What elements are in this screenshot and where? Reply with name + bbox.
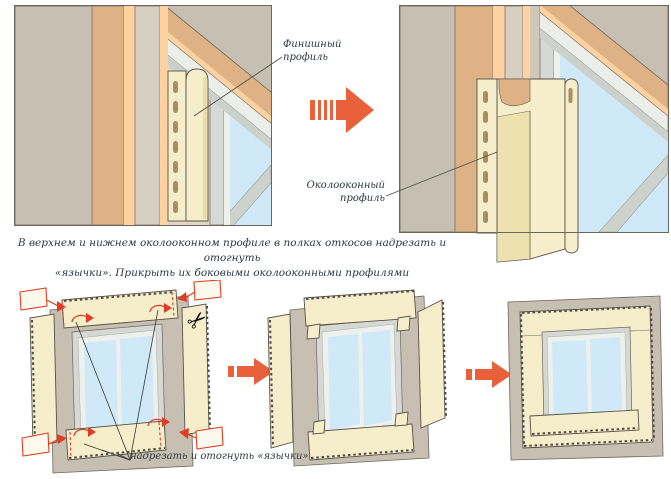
finish-profile — [167, 68, 209, 222]
step2-side-profiles-illustration — [267, 289, 447, 467]
bent-tab — [306, 323, 321, 340]
siding-profiles — [267, 289, 447, 461]
fold-arrows — [71, 303, 172, 437]
window-profile — [476, 78, 579, 263]
red-cut-marks — [19, 280, 224, 459]
bent-tab — [394, 411, 409, 427]
instruction-text: В верхнем и нижнем околооконном профиле … — [6, 236, 458, 282]
step3-assembled-illustration — [507, 295, 664, 461]
step-arrow-2 — [466, 361, 512, 388]
step1-cut-tabs-illustration — [19, 280, 224, 474]
step-arrow-large — [310, 87, 374, 133]
window-head-beams — [540, 6, 668, 142]
instruction-line-1: В верхнем и нижнем околооконном профиле … — [17, 237, 447, 265]
window-profile-label: Околооконный профиль — [306, 180, 385, 204]
bent-tab — [312, 419, 326, 435]
bent-tab — [396, 315, 411, 332]
window — [541, 326, 633, 428]
instruction-line-2: «язычки». Прикрыть их боковыми околоокон… — [54, 267, 410, 280]
tab-callout-lines — [75, 309, 159, 461]
window — [315, 317, 404, 445]
detail-finish-profile-illustration — [14, 5, 272, 226]
tabs-callout-label: надрезать и отогнуть «язычки» — [130, 451, 309, 462]
sill-perforation — [531, 427, 639, 435]
finish-profile-label: Финишный профиль — [283, 39, 342, 63]
panel-border — [399, 5, 669, 233]
detail-window-profile-illustration — [399, 5, 669, 263]
step-arrow-1 — [228, 358, 274, 385]
nail-slots — [173, 81, 178, 213]
